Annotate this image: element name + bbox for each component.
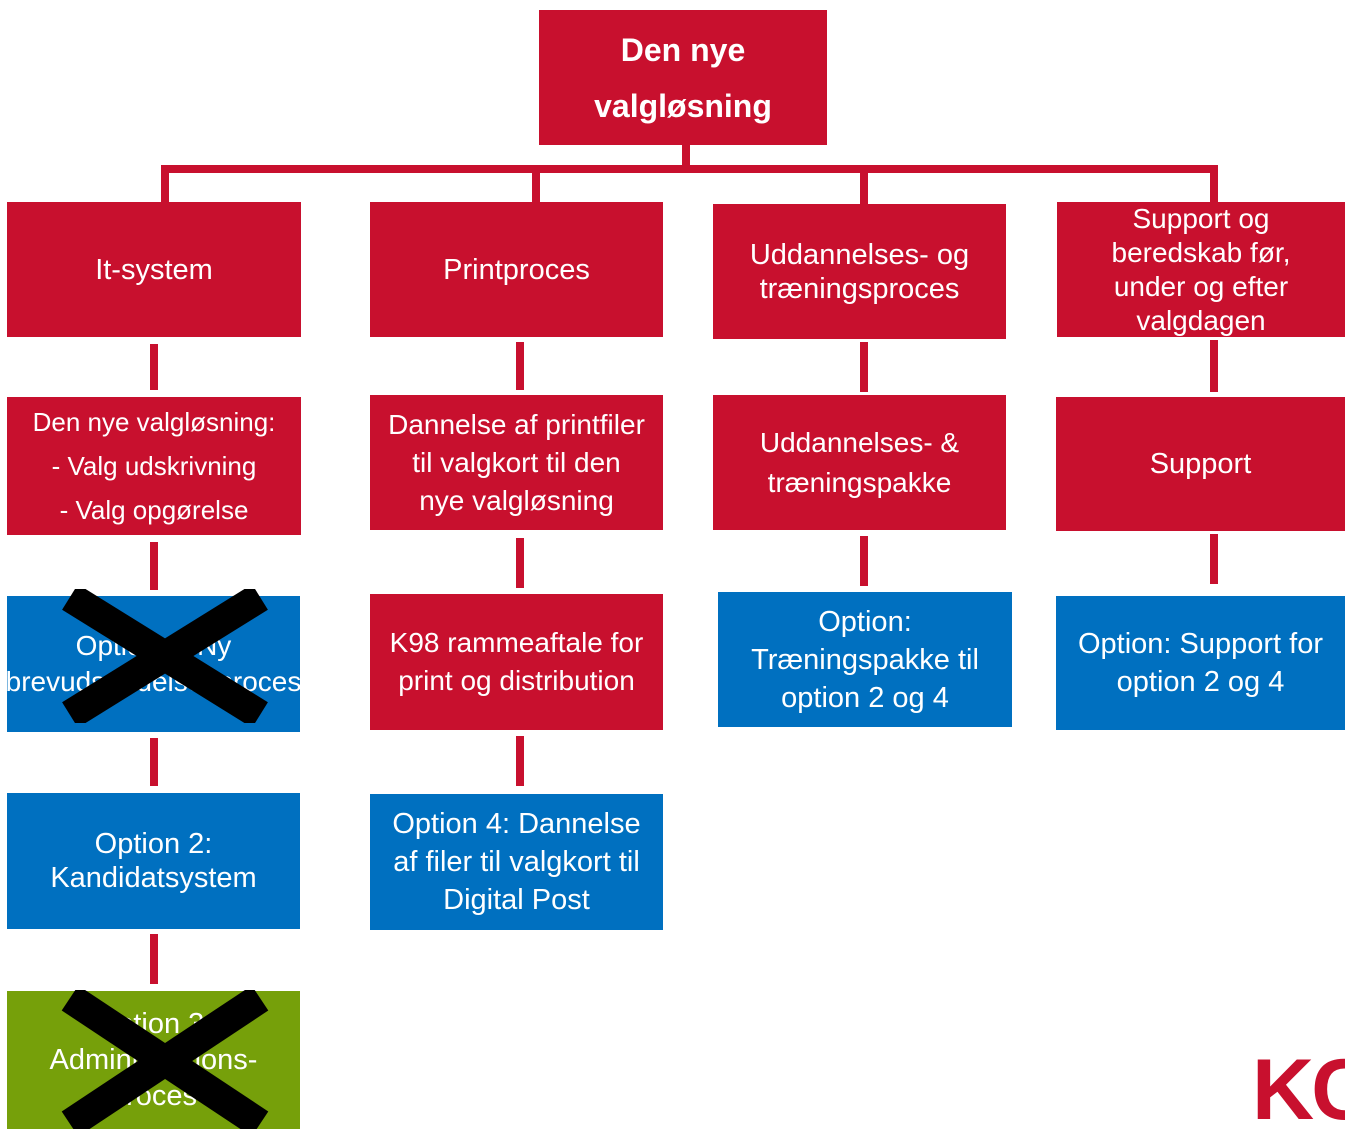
connector-col1-d: [150, 934, 158, 984]
item-option-support-line-1: Option: Support for: [1077, 628, 1324, 660]
item-support-label: Support: [1149, 448, 1252, 480]
connector-col3-a: [860, 342, 868, 392]
branch-printproces: Printproces: [370, 202, 663, 337]
connector-col2-c: [516, 736, 524, 786]
item-option-2-line-2: Kandidatsystem: [50, 862, 257, 894]
connector-col3-b: [860, 536, 868, 586]
connector-horizontal-bar: [161, 165, 1218, 173]
connector-col2-b: [516, 538, 524, 588]
item-den-nye-valgloesning: Den nye valgløsning: - Valg udskrivning …: [7, 397, 301, 535]
item-option-support: Option: Support for option 2 og 4: [1056, 596, 1345, 730]
item-den-nye-valgloesning-line-2: - Valg udskrivning: [51, 451, 257, 481]
connector-col2-a: [516, 342, 524, 390]
item-k98-rammeaftale: K98 rammeaftale for print og distributio…: [370, 594, 663, 730]
branch-it-system-label: It-system: [95, 253, 213, 286]
item-uddannelses-traeningspakke: Uddannelses- & træningspakke: [713, 395, 1006, 530]
branch-printproces-label: Printproces: [443, 253, 590, 286]
cross-out-option-1-icon: [62, 589, 268, 723]
item-den-nye-valgloesning-line-3: - Valg opgørelse: [59, 495, 249, 525]
root-node-line-1: Den nye: [620, 31, 746, 68]
item-option-2-line-1: Option 2:: [94, 828, 213, 860]
item-traeningspakke-line-2: træningspakke: [767, 466, 952, 498]
branch-support-line-2: beredskab før,: [1111, 236, 1291, 268]
branch-uddannelse-line-1: Uddannelses- og: [749, 238, 970, 271]
item-option-4-digital-post: Option 4: Dannelse af filer til valgkort…: [370, 794, 663, 930]
item-option-support-line-2: option 2 og 4: [1116, 666, 1285, 698]
item-option-4-line-1: Option 4: Dannelse: [392, 808, 641, 840]
branch-support: Support og beredskab før, under og efter…: [1057, 202, 1345, 337]
item-dannelse-af-printfiler: Dannelse af printfiler til valgkort til …: [370, 395, 663, 530]
branch-support-line-4: valgdagen: [1136, 304, 1266, 336]
item-option-4-line-3: Digital Post: [443, 884, 590, 916]
root-node: Den nye valgløsning: [539, 10, 827, 145]
kc-logo: KC: [1252, 1052, 1345, 1129]
connector-col1-c: [150, 738, 158, 786]
item-traeningspakke-line-1: Uddannelses- &: [759, 426, 960, 458]
connector-branch-2: [532, 165, 540, 202]
item-option-traening-line-2: Træningspakke til: [751, 643, 979, 676]
item-dannelse-line-2: til valgkort til den: [412, 446, 621, 478]
item-option-4-line-2: af filer til valgkort til: [393, 846, 640, 878]
connector-col4-a: [1210, 340, 1218, 392]
connector-root-down: [682, 145, 690, 165]
item-option-traeningspakke: Option: Træningspakke til option 2 og 4: [718, 592, 1012, 727]
branch-support-line-3: under og efter: [1113, 270, 1289, 302]
connector-col4-b: [1210, 534, 1218, 584]
item-option-2-kandidatsystem: Option 2: Kandidatsystem: [7, 793, 300, 929]
branch-uddannelse-line-2: træningsproces: [759, 272, 960, 305]
connector-col1-b: [150, 542, 158, 590]
item-k98-line-2: print og distribution: [398, 665, 635, 696]
connector-col1-a: [150, 344, 158, 390]
item-dannelse-line-1: Dannelse af printfiler: [388, 408, 645, 440]
branch-it-system: It-system: [7, 202, 301, 337]
item-option-traening-line-3: option 2 og 4: [781, 681, 949, 714]
item-k98-line-1: K98 rammeaftale for: [389, 627, 644, 658]
connector-branch-4: [1210, 165, 1218, 202]
item-support: Support: [1056, 397, 1345, 531]
root-node-line-2: valgløsning: [594, 87, 772, 124]
item-den-nye-valgloesning-line-1: Den nye valgløsning:: [32, 407, 276, 437]
connector-branch-1: [161, 165, 169, 202]
branch-uddannelse: Uddannelses- og træningsproces: [713, 204, 1006, 339]
cross-out-option-3-icon: [61, 990, 269, 1129]
item-dannelse-line-3: nye valgløsning: [419, 484, 614, 516]
item-option-traening-line-1: Option:: [818, 605, 912, 638]
branch-support-line-1: Support og: [1132, 202, 1270, 234]
connector-branch-3: [860, 165, 868, 205]
